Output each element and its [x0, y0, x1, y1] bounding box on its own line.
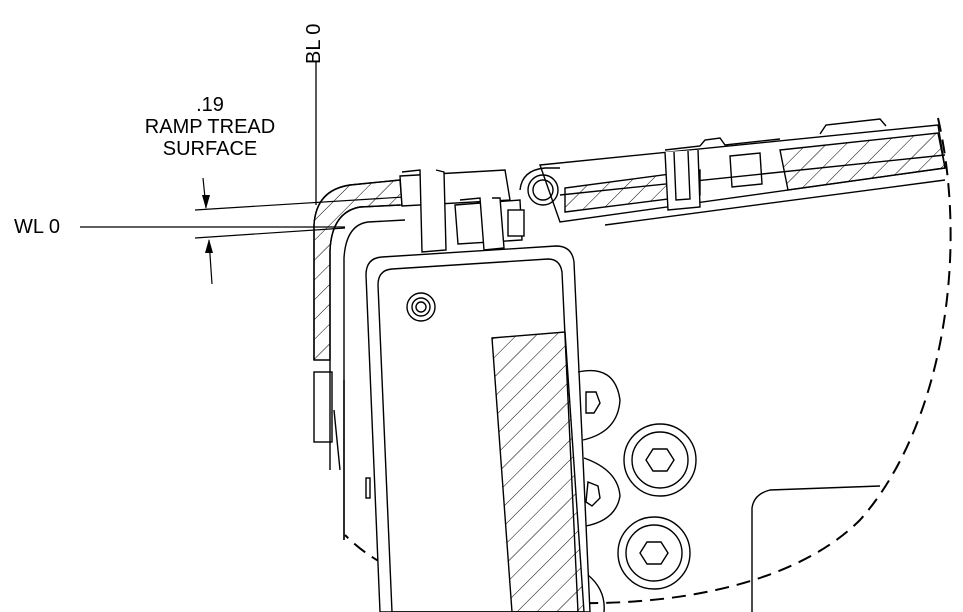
dimension-arrow-up [205, 239, 213, 253]
dimension-value: .19 [196, 94, 224, 116]
dimension-arrow-down [202, 195, 210, 209]
ramp-tread-callout: .19 RAMP TREAD SURFACE [110, 94, 310, 160]
clip-left [401, 169, 447, 253]
hinge-pin [527, 174, 559, 206]
screw-3 [583, 457, 621, 527]
rivet [406, 292, 436, 322]
panel-hatched-bar [491, 331, 585, 612]
ramp-assembly [313, 118, 946, 612]
screw-1 [577, 369, 621, 441]
wl-zero-label: WL 0 [14, 216, 60, 238]
callout-line-2: SURFACE [162, 138, 258, 160]
screw-4 [617, 516, 691, 590]
callout-line-1: RAMP TREAD [144, 116, 276, 138]
tread-clip [664, 149, 701, 211]
side-frame [751, 485, 881, 612]
clip-right [459, 197, 505, 251]
screw-2 [623, 423, 697, 497]
bl-zero-label: BL 0 [303, 23, 325, 64]
